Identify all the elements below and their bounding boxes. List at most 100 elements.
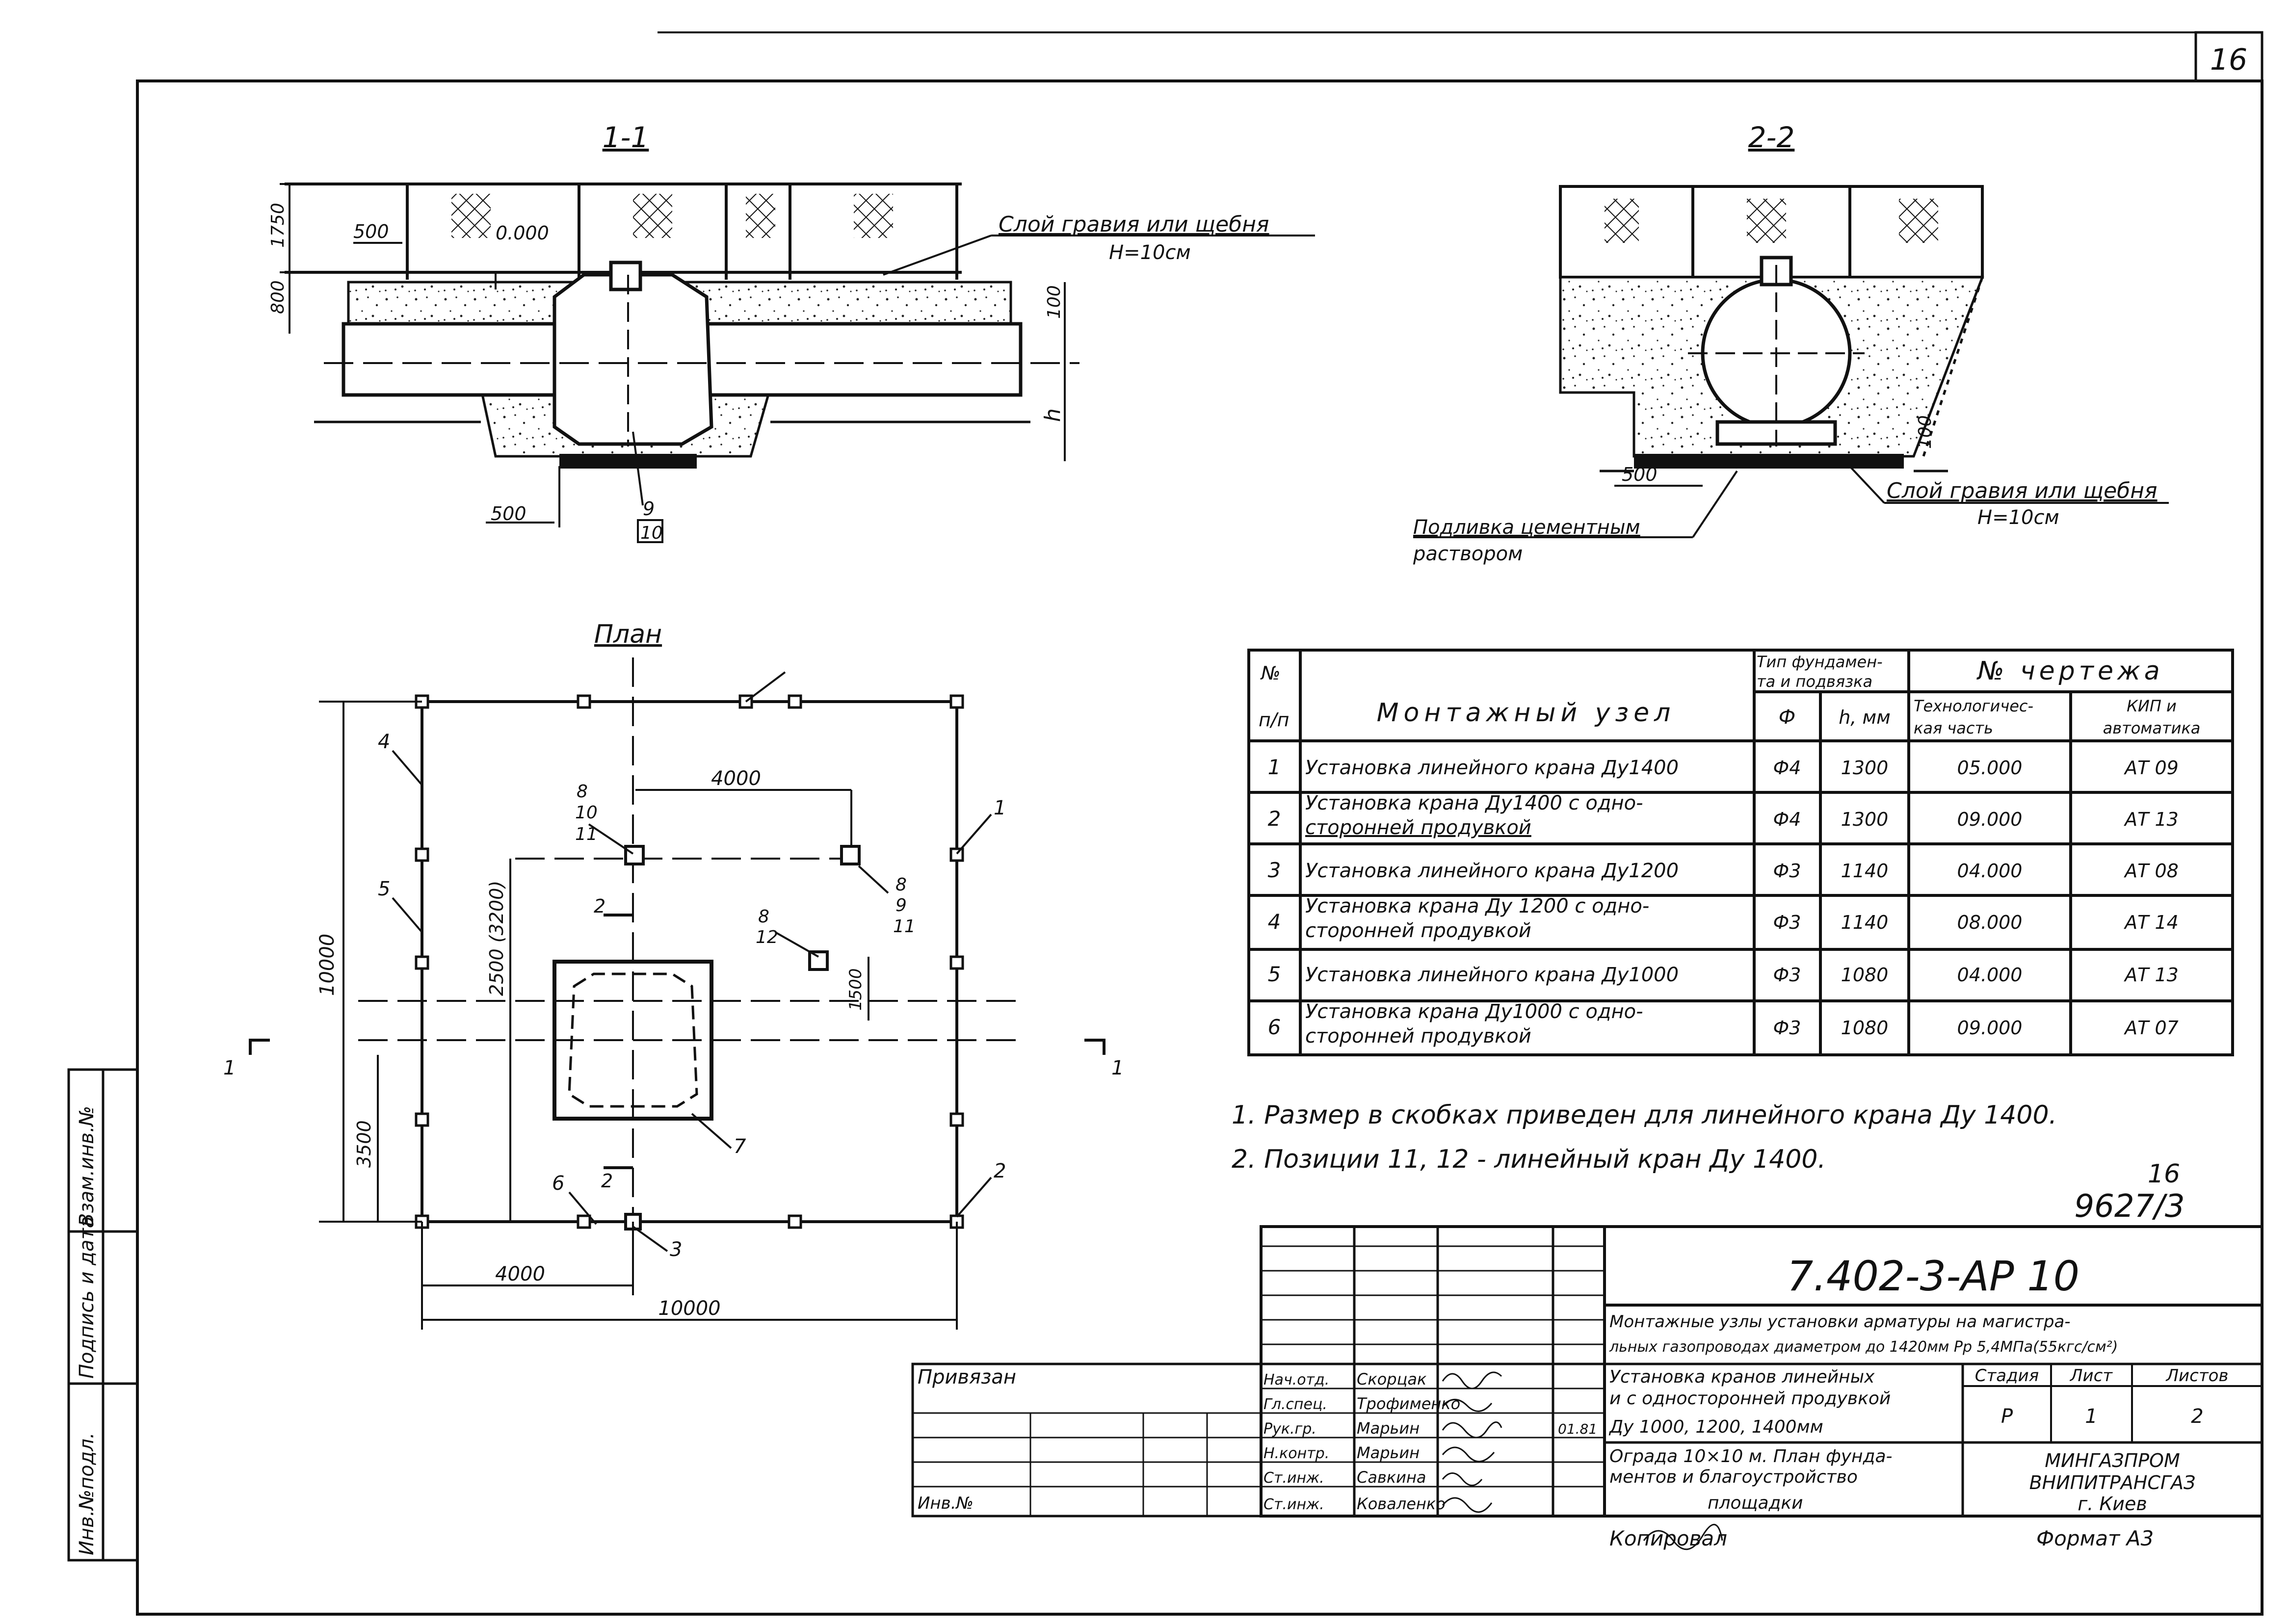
level-mark: 0.000: [496, 222, 549, 244]
plan-callout-3: 3: [670, 1238, 682, 1261]
side-stamp-podpis: Подпись и дата: [76, 1216, 98, 1379]
th-tech-2: кая часть: [1914, 719, 1993, 737]
row-name: Установка линейного крана Ду1200: [1305, 860, 1679, 882]
row-name: Установка линейного крана Ду1000: [1305, 964, 1679, 986]
callout-10: 10: [640, 523, 663, 543]
name-4: Савкина: [1357, 1468, 1426, 1487]
stage-value: Р: [2001, 1405, 2013, 1428]
privyazan-label: Привязан: [918, 1366, 1016, 1388]
th-kip-1: КИП и: [2127, 697, 2177, 715]
section-2-layer-h: Н=10см: [1977, 506, 2059, 529]
row-h: 1080: [1841, 964, 1889, 986]
table-row: 1 Установка линейного крана Ду1400 Ф4 13…: [1268, 755, 2179, 779]
name-1: Трофименко: [1357, 1394, 1460, 1413]
row-h: 1140: [1841, 912, 1889, 933]
row-name: Установка крана Ду1000 с одно-: [1305, 1000, 1643, 1023]
row-tech: 04.000: [1957, 964, 2023, 986]
cut-2-top: 2: [594, 895, 605, 917]
plan-dim-bottom-10000: 10000: [658, 1297, 720, 1320]
role-1: Гл.спец.: [1263, 1396, 1327, 1413]
plan-callout-4: 4: [378, 731, 390, 753]
row-name: Установка крана Ду 1200 с одно-: [1305, 895, 1649, 917]
plan-callout-8a: 8: [577, 782, 588, 802]
row-name-2: сторонней продувкой: [1305, 816, 1531, 839]
cut-1-left: 1: [223, 1057, 236, 1079]
row-h: 1140: [1841, 860, 1889, 882]
table-row: 6 Установка крана Ду1000 с одно- сторонн…: [1268, 1000, 2179, 1048]
row-name: Установка линейного крана Ду1400: [1305, 757, 1679, 779]
row-num: 5: [1268, 962, 1281, 986]
sheet-title-5: ментов и благоустройство: [1609, 1467, 1858, 1487]
th-f: Ф: [1779, 706, 1795, 729]
signatures: [1442, 1371, 1723, 1550]
sheet-title-3: Ду 1000, 1200, 1400мм: [1608, 1417, 1823, 1437]
row-kip: АТ 09: [2123, 757, 2179, 779]
plan-dim-bottom-4000: 4000: [495, 1263, 545, 1285]
section-1-layer-note: Слой гравия или щебня: [999, 212, 1269, 237]
th-kip-2: автоматика: [2103, 719, 2201, 737]
plan-callout-2: 2: [994, 1160, 1006, 1182]
plan-callout-5: 5: [378, 878, 390, 900]
callout-9: 9: [643, 498, 655, 520]
note-1: 1. Размер в скобках приведен для линейно…: [1232, 1100, 2057, 1130]
title-block: [911, 1225, 2264, 1518]
row-kip: АТ 13: [2123, 964, 2179, 986]
grout-note-2: раствором: [1413, 543, 1523, 565]
row-name: Установка крана Ду1400 с одно-: [1305, 792, 1643, 814]
plan-callout-8b: 8: [895, 875, 907, 895]
section-1-1: 1-1: [268, 121, 1315, 543]
role-5: Ст.инж.: [1263, 1496, 1324, 1513]
cut-2-bottom: 2: [601, 1170, 613, 1192]
row-tech: 04.000: [1957, 860, 2023, 882]
inv-no-label: Инв.№: [918, 1493, 974, 1513]
row-kip: АТ 14: [2123, 912, 2179, 933]
sheet-title-4: Ограда 10×10 м. План фунда-: [1609, 1446, 1893, 1467]
row-num: 1: [1268, 755, 1281, 779]
role-0: Нач.отд.: [1263, 1371, 1329, 1388]
copied-label: Копировал: [1609, 1526, 1727, 1550]
plan-dim-top-4000: 4000: [711, 767, 761, 790]
plan-callout-12c: 12: [756, 927, 778, 947]
org-3: г. Киев: [2078, 1493, 2147, 1515]
dim-1750: 1750: [268, 203, 288, 248]
th-tech-1: Технологичес-: [1914, 697, 2033, 715]
nodes-table: № п/п Монтажный узел Тип фундамен- та и …: [1247, 649, 2234, 1056]
dim-500-bottom: 500: [491, 503, 526, 524]
section-2-2: 2-2 500 100 Слой гравия или щебня Н=10см: [1413, 121, 2169, 565]
plan-title: План: [594, 620, 662, 649]
row-h: 1300: [1841, 809, 1889, 830]
th-found-1: Тип фундамен-: [1757, 653, 1883, 671]
row-num: 6: [1268, 1015, 1281, 1039]
table-row: 3 Установка линейного крана Ду1200 Ф3 11…: [1268, 858, 2179, 882]
th-found-2: та и подвязка: [1757, 672, 1872, 691]
lists-label: Листов: [2165, 1366, 2228, 1386]
dim-800: 800: [268, 280, 288, 314]
th-h: h, мм: [1839, 707, 1891, 728]
list-label: Лист: [2069, 1366, 2113, 1386]
note-2: 2. Позиции 11, 12 - линейный кран Ду 140…: [1232, 1145, 1826, 1174]
role-4: Ст.инж.: [1263, 1469, 1324, 1487]
section-2-2-title: 2-2: [1748, 121, 1795, 154]
table-row: 4 Установка крана Ду 1200 с одно- сторон…: [1268, 895, 2179, 942]
table-row: 2 Установка крана Ду1400 с одно- сторонн…: [1268, 792, 2179, 839]
plan-callout-1: 1: [994, 797, 1006, 819]
th-num-2: п/п: [1259, 709, 1290, 731]
list-value: 1: [2085, 1405, 2097, 1428]
sheet-title-2: и с односторонней продувкой: [1609, 1388, 1891, 1409]
row-f: Ф3: [1773, 964, 1801, 986]
dim-100: 100: [1044, 285, 1064, 319]
side-stamp-inv-podl: Инв.№подл.: [76, 1432, 98, 1555]
row-num: 4: [1268, 910, 1281, 934]
plan-callout-9b: 9: [895, 895, 907, 916]
table-rows: 1 Установка линейного крана Ду1400 Ф4 13…: [1268, 755, 2179, 1048]
sign-date: 01.81: [1558, 1421, 1597, 1437]
sheet-number: 16: [2210, 43, 2247, 77]
section-2-dim-100: 100: [1915, 415, 1935, 449]
org-1: МИНГАЗПРОМ: [2045, 1450, 2180, 1471]
row-h: 1300: [1841, 757, 1889, 779]
row-name-2: сторонней продувкой: [1305, 919, 1531, 942]
section-1-layer-h: Н=10см: [1109, 241, 1191, 264]
row-f: Ф4: [1773, 809, 1801, 830]
row-kip: АТ 07: [2123, 1017, 2179, 1039]
